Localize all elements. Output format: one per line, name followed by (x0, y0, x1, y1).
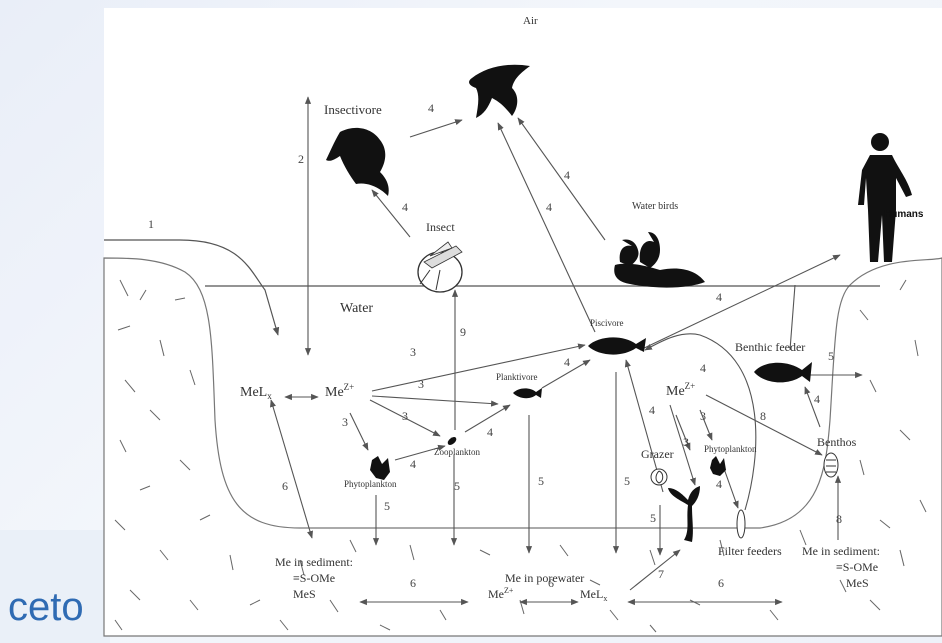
arrow-number: 3 (342, 415, 348, 429)
arrow-number: 5 (384, 499, 390, 513)
me-ion-left-label: MeZ+ (325, 382, 354, 400)
arrow-number: 3 (410, 345, 416, 359)
arrow-number: 4 (402, 200, 408, 214)
insect-label: Insect (426, 220, 455, 234)
phytoplankton-right-label: Phytoplankton (704, 444, 757, 454)
phytoplankton-right-icon (710, 456, 726, 476)
arrow-number: 4 (487, 425, 493, 439)
eagle-icon (469, 64, 530, 118)
zooplankton-label: Zooplankton (434, 447, 480, 457)
arrow-number: 5 (454, 479, 460, 493)
mel-x-left-label: MeLx (240, 385, 272, 401)
arrow-number: 3 (683, 435, 689, 449)
sediment-right-line2: ≡S-OMe (836, 560, 878, 574)
arrow-number: 4 (564, 355, 570, 369)
arrow-number: 4 (564, 168, 570, 182)
humans-label: Humans (884, 209, 924, 220)
arrow-number: 6 (718, 576, 724, 590)
arrow-number: 4 (814, 392, 820, 406)
arrow-number: 6 (548, 576, 554, 590)
sediment-left-line2: ≡S-OMe (293, 571, 335, 585)
sediment-ground (103, 257, 942, 637)
piscivore-fish-icon (588, 337, 646, 355)
benthic-feeder-fish-icon (754, 362, 812, 383)
grazer-label: Grazer (641, 447, 674, 461)
arrow-number: 4 (716, 290, 722, 304)
arrow-number: 4 (649, 403, 655, 417)
arrow-number: 6 (410, 576, 416, 590)
filter-feeders-label: Filter feeders (718, 544, 782, 558)
arrow-number: 4 (716, 477, 722, 491)
piscivore-label: Piscivore (590, 318, 624, 328)
human-icon (858, 133, 912, 262)
sediment-left-line1: Me in sediment: (275, 555, 353, 569)
ceto-logo: ceto (0, 530, 110, 643)
sediment-right-line1: Me in sediment: (802, 544, 880, 558)
arrow-number: 5 (828, 349, 834, 363)
insectivore-label: Insectivore (324, 102, 382, 117)
sediment-right-line3: MeS (846, 576, 869, 590)
svg-text:ceto: ceto (8, 585, 84, 629)
snail-icon (650, 468, 668, 486)
arrow-number: 5 (624, 474, 630, 488)
phytoplankton-label: Phytoplankton (344, 479, 397, 489)
arrow-number: 5 (650, 511, 656, 525)
planktivore-label: Planktivore (496, 372, 538, 382)
me-ion-right-label: MeZ+ (666, 381, 695, 399)
arrow-number: 3 (418, 377, 424, 391)
arrow-number: 4 (410, 457, 416, 471)
porewater-me-label: MeZ+ (488, 586, 514, 601)
benthos-icon (823, 452, 839, 478)
arrow-number: 3 (402, 409, 408, 423)
arrow-number: 2 (298, 152, 304, 166)
flow-arrows (270, 96, 863, 606)
water-label: Water (340, 301, 373, 316)
plant-icon (668, 486, 700, 542)
porewater-label: Me in porewater (505, 571, 584, 585)
benthic-feeder-label: Benthic feeder (735, 340, 805, 354)
arrow-number: 8 (836, 512, 842, 526)
arrow-number: 4 (428, 101, 434, 115)
planktivore-fish-icon (513, 388, 542, 399)
arrow-number: 9 (460, 325, 466, 339)
arrow-number: 8 (760, 409, 766, 423)
arrow-number: 4 (700, 361, 706, 375)
swallow-icon (326, 127, 389, 196)
filter-feeder-icon (736, 509, 746, 539)
sediment-left-line3: MeS (293, 587, 316, 601)
arrow-number: 5 (538, 474, 544, 488)
deposition-arrow (104, 239, 280, 336)
arrow-number: 7 (658, 567, 664, 581)
benthos-label: Benthos (817, 435, 857, 449)
arrow-number: 6 (282, 479, 288, 493)
phytoplankton-icon (370, 456, 390, 480)
loon-icon (614, 232, 705, 288)
arrow-number: 3 (700, 409, 706, 423)
insect-icon (417, 241, 463, 293)
porewater-mel-label: MeLx (580, 587, 607, 603)
zooplankton-icon (447, 437, 457, 445)
arrow-number: 1 (148, 217, 154, 231)
water-birds-label: Water birds (632, 201, 678, 212)
air-label: Air (523, 15, 538, 27)
arrow-number: 4 (546, 200, 552, 214)
